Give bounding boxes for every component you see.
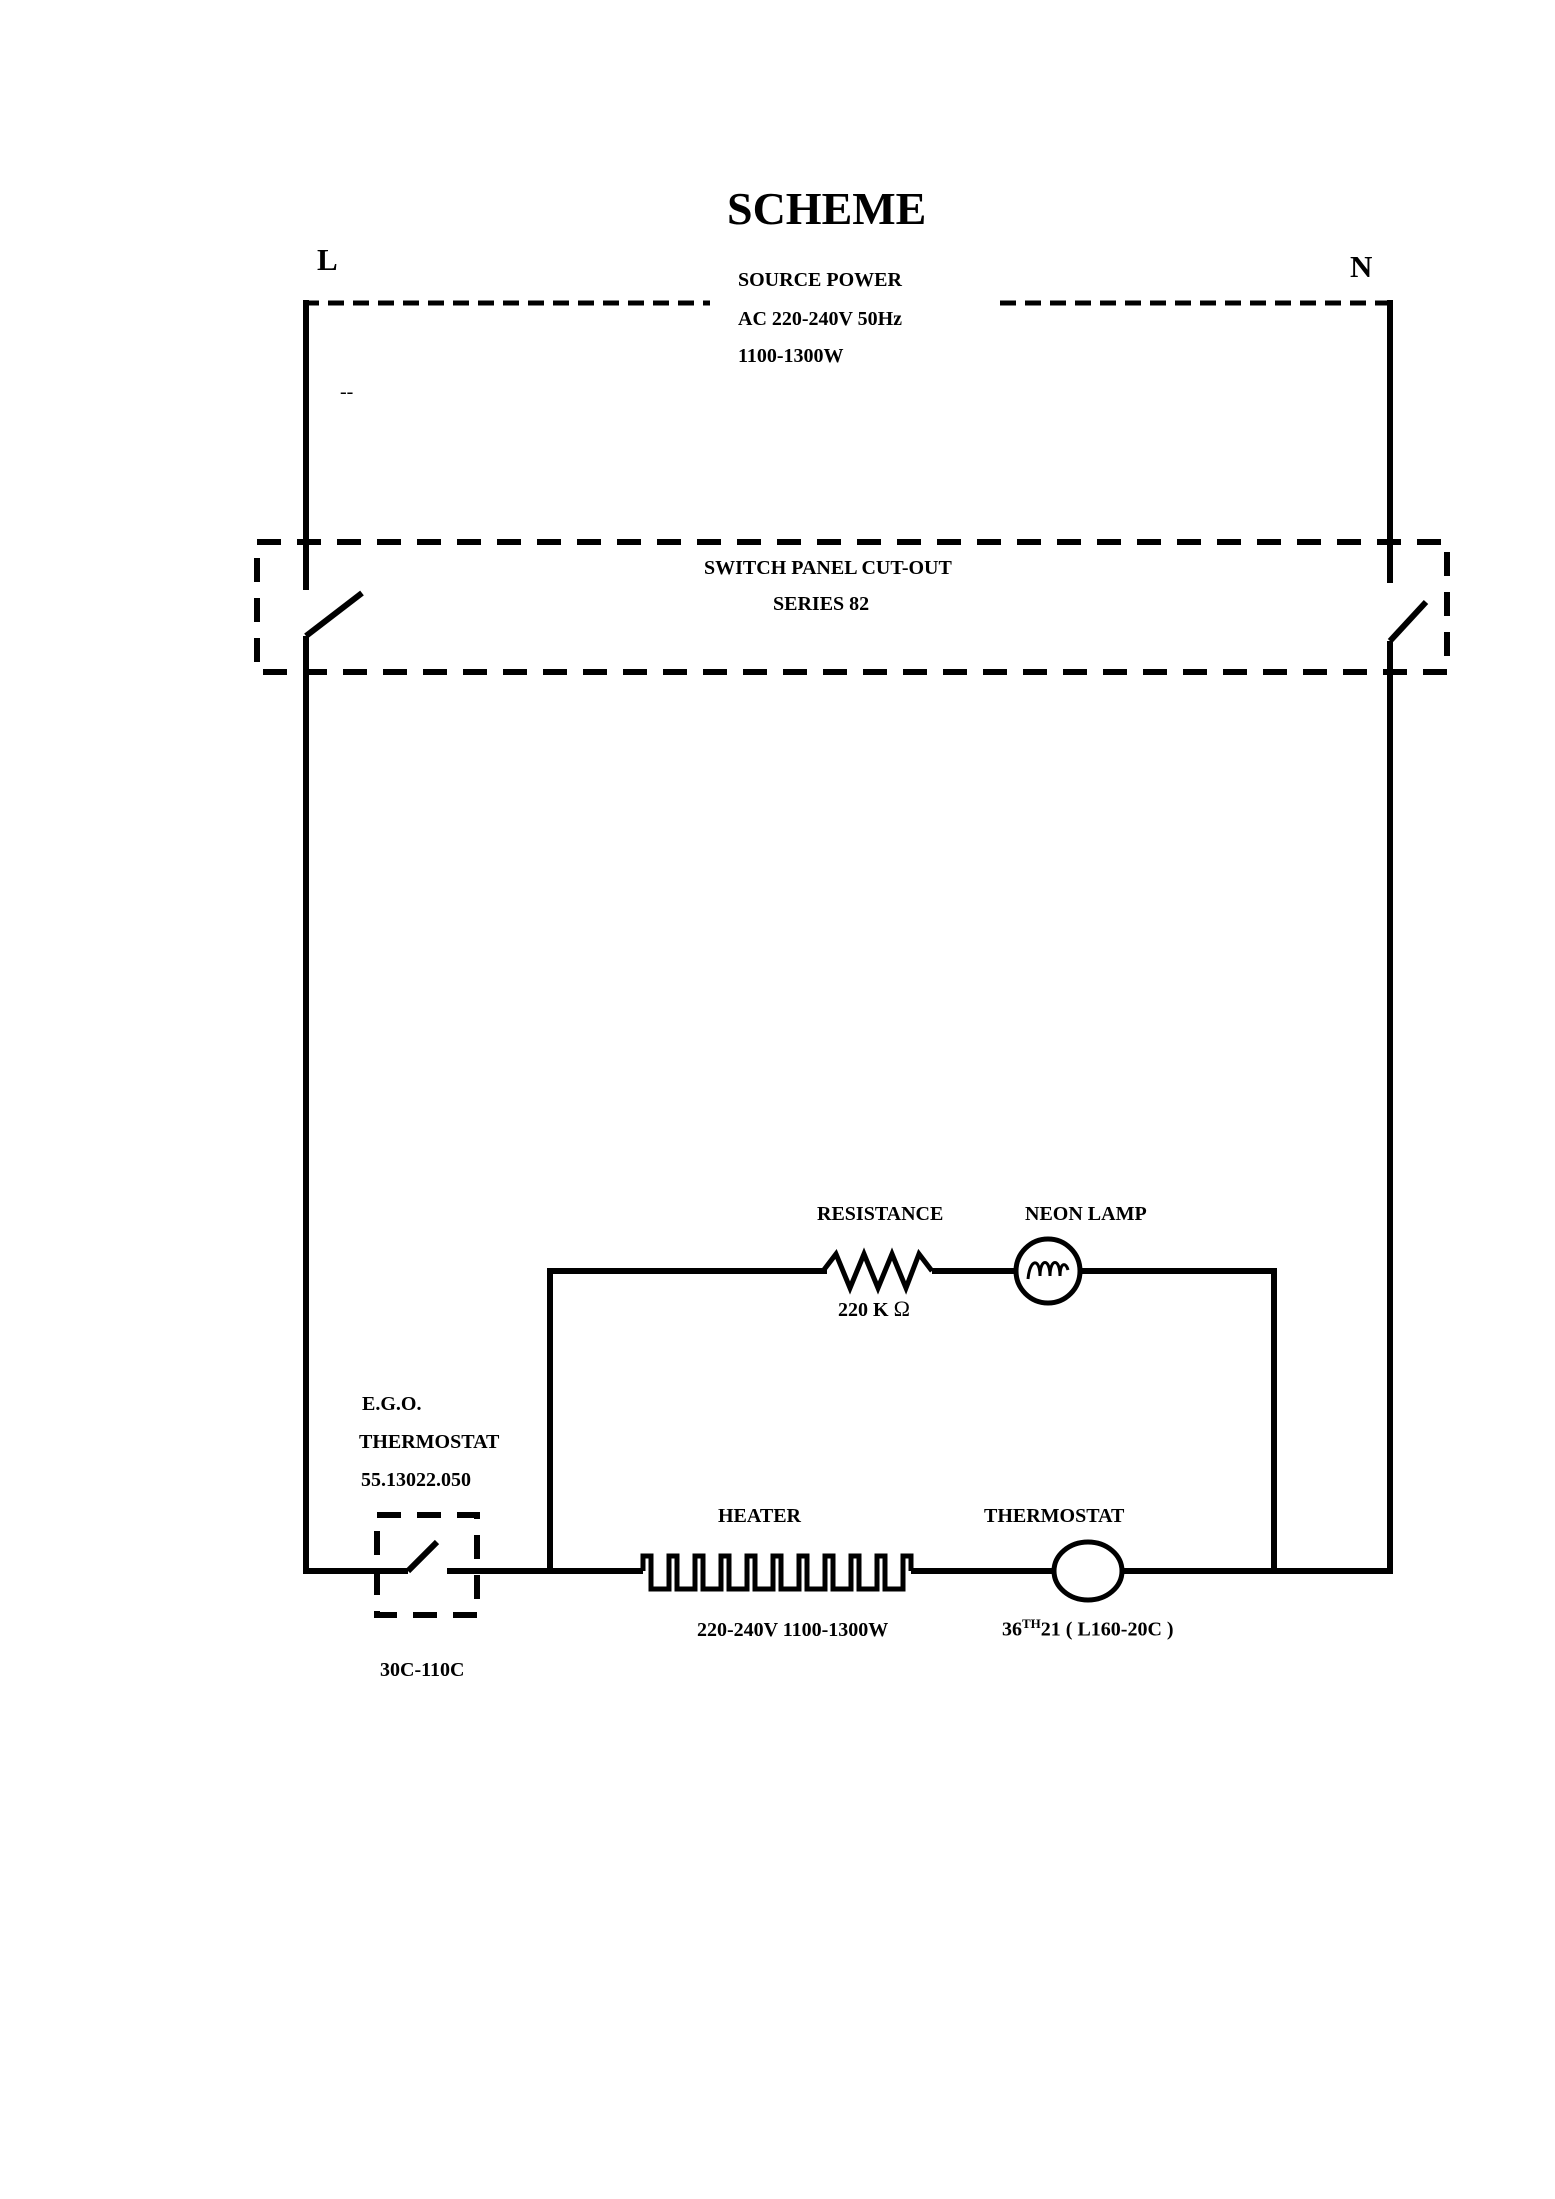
resistance-value: 220 K Ω (838, 1296, 910, 1321)
switch-panel-box (254, 539, 1450, 675)
n-switch-blade (1387, 599, 1429, 644)
thermostat-value-prefix: 36 (1002, 1618, 1022, 1641)
terminal-l-label: L (317, 242, 338, 277)
diagram-title: SCHEME (727, 183, 927, 234)
ego-thermostat-line1: E.G.O. (362, 1393, 422, 1415)
heater-label: HEATER (718, 1505, 801, 1527)
heater-element (640, 1553, 914, 1592)
neon-lamp-circle (1013, 1236, 1083, 1306)
resistance-label: RESISTANCE (817, 1203, 944, 1225)
neon-lamp-filament (1026, 1261, 1070, 1280)
resistance-unit: Ω (893, 1296, 910, 1321)
neon-lamp-label: NEON LAMP (1025, 1203, 1147, 1225)
switch-panel-line2: SERIES 82 (773, 593, 870, 615)
ego-switch-blade (405, 1539, 440, 1574)
source-power-line3: 1100-1300W (738, 345, 844, 367)
heater-rating: 220-240V 1100-1300W (697, 1619, 889, 1641)
source-power-line1: SOURCE POWER (738, 269, 902, 291)
l-switch-blade (304, 590, 364, 639)
thermostat-label: THERMOSTAT (984, 1505, 1125, 1527)
resistance-value-number: 220 K (838, 1299, 889, 1321)
source-power-mark: -- (340, 381, 354, 403)
ego-thermostat-range: 30C-110C (380, 1659, 465, 1681)
ego-thermostat-line3: 55.13022.050 (361, 1469, 471, 1491)
thermostat-value: 36TH21 ( L160-20C ) (1002, 1617, 1174, 1640)
source-power-line2: AC 220-240V 50Hz (738, 308, 903, 330)
thermostat-value-sup: TH (1022, 1616, 1041, 1631)
terminal-n-label: N (1350, 249, 1373, 284)
ego-thermostat-line2: THERMOSTAT (359, 1431, 500, 1453)
ego-thermostat-box (374, 1512, 480, 1618)
resistor-zigzag (821, 1247, 934, 1295)
switch-panel-line1: SWITCH PANEL CUT-OUT (704, 557, 952, 579)
thermostat-value-suffix: 21 ( L160-20C ) (1040, 1618, 1174, 1641)
thermostat-circle (1051, 1539, 1125, 1603)
